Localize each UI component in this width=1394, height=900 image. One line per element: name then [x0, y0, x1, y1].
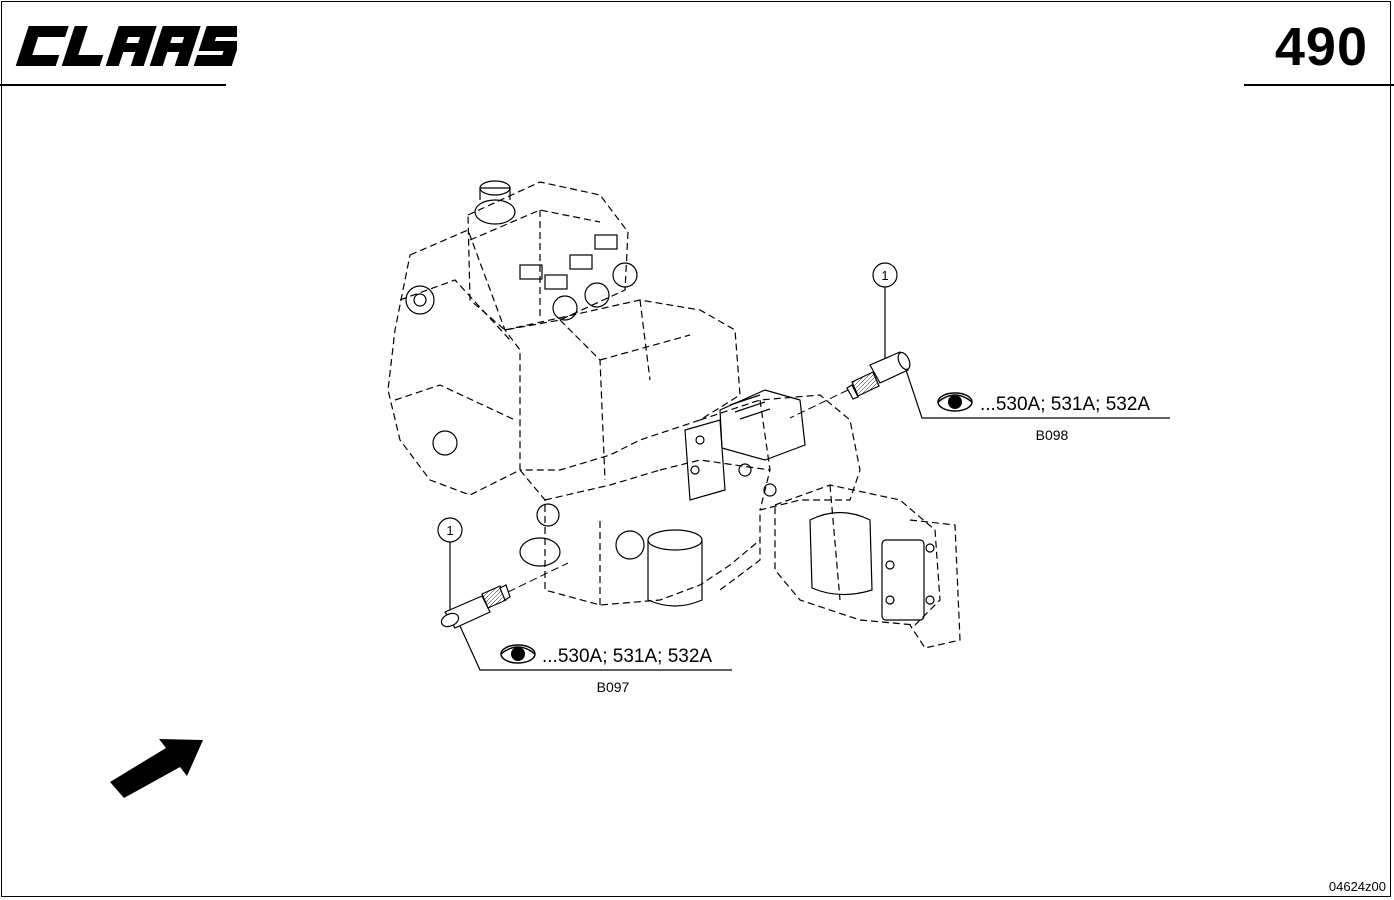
header-rule-right — [1244, 84, 1394, 86]
sensor-b097-part — [440, 584, 511, 629]
drawing-id: 04624z00 — [1328, 879, 1386, 894]
assembly-details — [405, 180, 935, 621]
claas-logo — [15, 26, 237, 66]
part-code: B097 — [597, 679, 630, 695]
part-code: B098 — [1036, 427, 1069, 443]
item-number: 1 — [446, 523, 453, 538]
callout-b097: 1 ...530A; 531A; 532A B097 — [437, 517, 732, 695]
sensor-b098-part — [846, 351, 911, 400]
model-references: ...530A; 531A; 532A — [542, 646, 712, 667]
header-rule-left — [0, 84, 226, 86]
callout-b098: 1 ...530A; 531A; 532A B098 — [789, 262, 1170, 443]
hydraulic-assembly — [387, 181, 961, 649]
arrow-icon — [110, 739, 203, 798]
model-references: ...530A; 531A; 532A — [980, 394, 1150, 415]
eye-icon — [937, 392, 973, 412]
eye-icon — [500, 644, 536, 664]
item-number: 1 — [881, 268, 888, 283]
page-number: 490 — [1274, 17, 1368, 77]
